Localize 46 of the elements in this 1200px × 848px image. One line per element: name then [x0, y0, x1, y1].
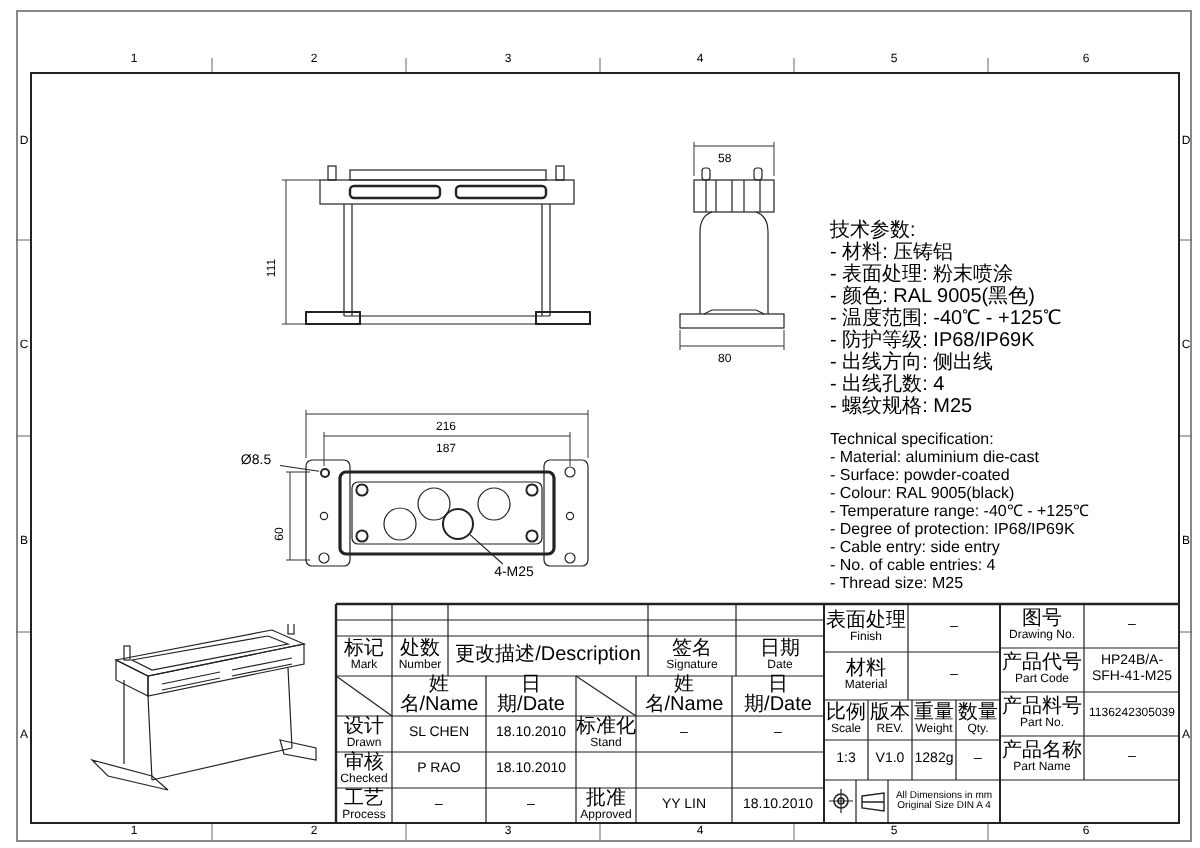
spec-line: - 温度范围: -40℃ - +125℃ [830, 308, 1064, 330]
title-block-label: 设计 [344, 717, 384, 737]
title-block-label: 产品名称 [1002, 741, 1082, 761]
spec-line: - Material: aluminium die-cast [830, 448, 1041, 466]
title-block-label: 姓名/Name [397, 676, 481, 716]
title-block-label: 图号 [1022, 609, 1062, 629]
title-block-label: 签名 [672, 639, 712, 659]
title-block-label: 版本 [870, 703, 910, 723]
spec-line: - 出线方向: 侧出线 [830, 352, 996, 374]
title-block-label: 产品料号 [1002, 697, 1082, 717]
spec-line: - 出线孔数: 4 [830, 374, 947, 396]
spec-line: - Degree of protection: IP68/IP69K [830, 520, 1077, 538]
title-block-label: 数量 [958, 703, 998, 723]
spec-line: - 材料: 压铸铝 [830, 242, 954, 264]
title-block-label: 标准化 [576, 717, 636, 737]
title-block-label: 材料 [846, 659, 886, 679]
title-block-label: 产品代号 [1002, 653, 1082, 673]
spec-line: - Surface: powder-coated [830, 466, 1012, 484]
bore-hole [319, 467, 329, 477]
title-block-label: 姓名/Name [642, 676, 726, 716]
title-block-label: 审核 [344, 753, 384, 773]
spec-line: - Temperature range: -40℃ - +125℃ [830, 502, 1091, 520]
spec-line: - 颜色: RAL 9005(黑色) [830, 286, 1037, 308]
title-block-label: 工艺 [344, 789, 384, 809]
title-block-label: 日期/Date [742, 676, 814, 716]
title-block-label: 批准 [586, 789, 626, 809]
spec-line: - No. of cable entries: 4 [830, 556, 998, 574]
spec-heading: Technical specification: [830, 430, 996, 448]
title-block-label: 日期 [760, 639, 800, 659]
spec-line: - Thread size: M25 [830, 574, 966, 592]
title-block-label: 重量 [914, 703, 954, 723]
spec-line: - Cable entry: side entry [830, 538, 1002, 556]
spec-line: - 表面处理: 粉末喷涂 [830, 264, 1016, 286]
title-block-label: 更改描述/Description [455, 646, 641, 666]
title-block-label: 标记 [344, 639, 384, 659]
title-block-label: 处数 [400, 639, 440, 659]
spec-line: - 防护等级: IP68/IP69K [830, 330, 1037, 352]
title-block-label: 比例 [826, 703, 866, 723]
spec-line: - Colour: RAL 9005(black) [830, 484, 1017, 502]
spec-heading: 技术参数: [830, 220, 918, 242]
leader-line [279, 464, 320, 472]
leader-line [469, 534, 504, 565]
bore-hole [442, 508, 474, 540]
title-block-label: 日期/Date [495, 676, 567, 716]
spec-line: - 螺纹规格: M25 [830, 396, 975, 418]
title-block-label: 表面处理 [826, 611, 906, 631]
